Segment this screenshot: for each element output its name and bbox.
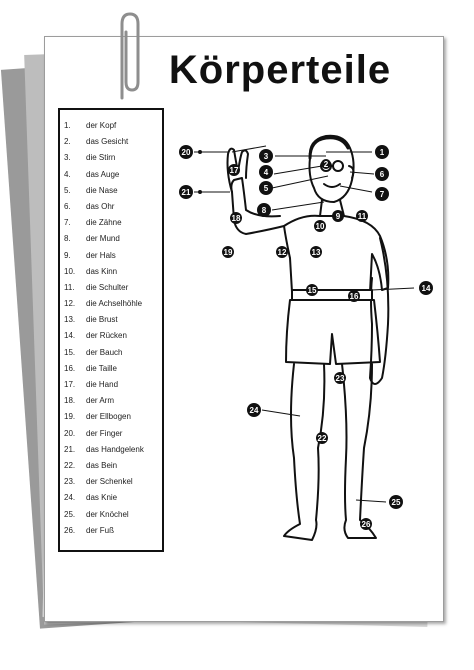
- marker-26: 26: [360, 518, 372, 530]
- marker-10: 10: [314, 220, 326, 232]
- mouth: [323, 183, 341, 188]
- svg-text:1: 1: [380, 148, 385, 157]
- belt: [291, 289, 373, 301]
- marker-3: 3: [259, 149, 273, 163]
- vocabulary-list: 1.der Kopf 2.das Gesicht 3.die Stirn 4.d…: [60, 110, 162, 539]
- list-item: 8.der Mund: [64, 234, 120, 244]
- list-item: 19.der Ellbogen: [64, 412, 131, 422]
- marker-5: 5: [259, 181, 273, 195]
- marker-24: 24: [247, 403, 261, 417]
- page-title: Körperteile: [168, 48, 392, 92]
- list-item: 18.der Arm: [64, 396, 115, 406]
- svg-text:26: 26: [362, 520, 371, 529]
- list-item: 11.die Schulter: [64, 282, 129, 292]
- svg-text:18: 18: [232, 214, 241, 223]
- torso-outline: [283, 214, 390, 293]
- list-item: 22.das Bein: [64, 460, 118, 470]
- marker-25: 25: [389, 495, 403, 509]
- svg-text:21: 21: [182, 188, 191, 197]
- list-item: 15.der Bauch: [64, 347, 123, 357]
- left-leg: [283, 363, 326, 541]
- right-arm: [369, 237, 390, 385]
- paperclip-icon: [120, 12, 140, 100]
- marker-2: 2: [321, 159, 331, 169]
- marker-19: 19: [222, 246, 234, 258]
- marker-14: 14: [419, 281, 433, 295]
- shorts: [285, 299, 381, 365]
- marker-6: 6: [375, 167, 389, 181]
- marker-16: 16: [348, 290, 360, 302]
- hair: [308, 136, 350, 160]
- list-item: 24.das Knie: [64, 493, 118, 503]
- list-item: 1.der Kopf: [64, 121, 117, 130]
- body-figure-diagram: 1 2 3 4 5 6 7 8 9 10 11 12 13 14 15 16 1…: [179, 134, 433, 541]
- marker-20: 20: [179, 145, 193, 159]
- list-item: 5.die Nase: [64, 185, 118, 195]
- ear: [348, 165, 355, 179]
- marker-11: 11: [356, 210, 368, 222]
- svg-text:13: 13: [312, 248, 321, 257]
- list-item: 16.die Taille: [64, 363, 117, 373]
- svg-text:19: 19: [224, 248, 233, 257]
- marker-17: 17: [228, 164, 240, 176]
- marker-15: 15: [306, 284, 318, 296]
- svg-text:17: 17: [230, 166, 239, 175]
- svg-text:16: 16: [350, 292, 359, 301]
- svg-text:25: 25: [392, 498, 401, 507]
- marker-9: 9: [332, 210, 344, 222]
- svg-text:6: 6: [380, 170, 385, 179]
- svg-text:14: 14: [422, 284, 431, 293]
- marker-7: 7: [375, 187, 389, 201]
- svg-text:15: 15: [308, 286, 317, 295]
- svg-text:2: 2: [324, 160, 329, 169]
- list-item: 6.das Ohr: [64, 201, 115, 211]
- svg-text:22: 22: [318, 434, 327, 443]
- glasses-right: [332, 160, 344, 172]
- svg-text:24: 24: [250, 406, 259, 415]
- marker-23: 23: [334, 372, 346, 384]
- marker-4: 4: [259, 165, 273, 179]
- list-item: 26.der Fuß: [64, 525, 115, 535]
- list-item: 7.die Zähne: [64, 218, 122, 228]
- right-leg: [341, 363, 377, 539]
- list-item: 14.der Rücken: [64, 331, 127, 341]
- list-item: 4.das Auge: [64, 169, 120, 179]
- svg-text:5: 5: [264, 184, 269, 193]
- list-item: 13.die Brust: [64, 315, 118, 325]
- list-item: 9.der Hals: [64, 250, 116, 260]
- svg-text:8: 8: [262, 206, 267, 215]
- raised-arm: [230, 177, 285, 235]
- list-item: 17.die Hand: [64, 380, 119, 389]
- svg-text:9: 9: [336, 212, 341, 221]
- list-item: 2.das Gesicht: [64, 137, 129, 147]
- svg-text:23: 23: [336, 374, 345, 383]
- list-item: 12.die Achselhöhle: [64, 299, 143, 309]
- vocabulary-list-box: 1.der Kopf 2.das Gesicht 3.die Stirn 4.d…: [58, 108, 164, 552]
- list-item: 20.der Finger: [64, 428, 123, 438]
- svg-text:10: 10: [316, 222, 325, 231]
- list-item: 23.der Schenkel: [64, 477, 133, 487]
- marker-13: 13: [310, 246, 322, 258]
- marker-22: 22: [316, 432, 328, 444]
- list-item: 3.die Stirn: [64, 153, 116, 163]
- svg-text:3: 3: [264, 152, 269, 161]
- list-item: 10.das Kinn: [64, 266, 118, 276]
- marker-21: 21: [179, 185, 193, 199]
- head-outline: [308, 134, 355, 203]
- svg-text:11: 11: [358, 212, 367, 221]
- marker-12: 12: [276, 246, 288, 258]
- svg-text:20: 20: [182, 148, 191, 157]
- list-item: 25.der Knöchel: [64, 509, 129, 519]
- marker-18: 18: [230, 212, 242, 224]
- list-item: 21.das Handgelenk: [64, 444, 144, 454]
- svg-text:7: 7: [380, 190, 385, 199]
- svg-text:12: 12: [278, 248, 287, 257]
- marker-8: 8: [257, 203, 271, 217]
- svg-text:4: 4: [264, 168, 269, 177]
- marker-1: 1: [375, 145, 389, 159]
